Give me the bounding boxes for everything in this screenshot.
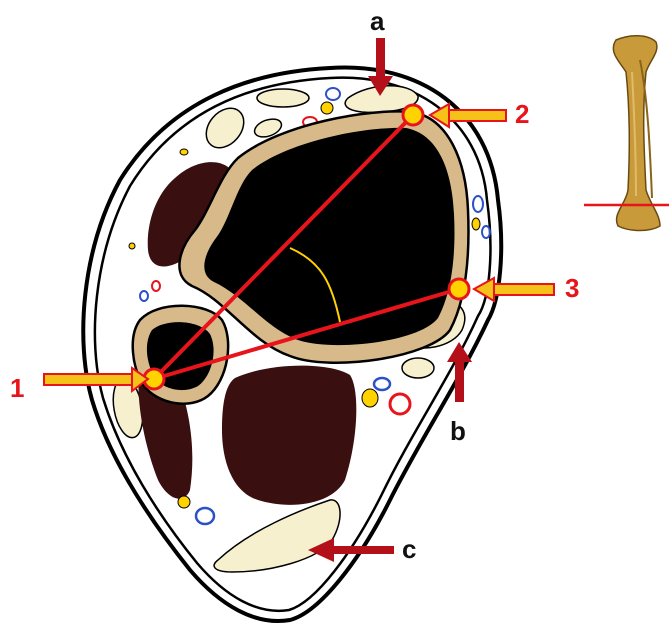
nerve-yellow-b (472, 218, 480, 230)
label-b: b (450, 416, 466, 446)
nerve-yellow-c (129, 243, 135, 249)
nerve-yellow-f (178, 496, 190, 508)
label-c: c (402, 534, 416, 564)
nerve-yellow-small (180, 149, 188, 155)
nerve-yellow-a (321, 102, 333, 114)
label-2: 2 (515, 99, 529, 129)
point-2 (403, 105, 423, 125)
nerve-yellow-e (362, 389, 378, 407)
label-3: 3 (565, 273, 579, 303)
tendon-anterior-left (257, 89, 309, 107)
label-a: a (370, 6, 385, 36)
tendon-posterior-lateral (402, 358, 434, 378)
label-1: 1 (10, 373, 24, 403)
point-3 (449, 279, 469, 299)
tibia-fibula-bone-icon (584, 36, 669, 231)
muscle-soleus (222, 366, 356, 505)
